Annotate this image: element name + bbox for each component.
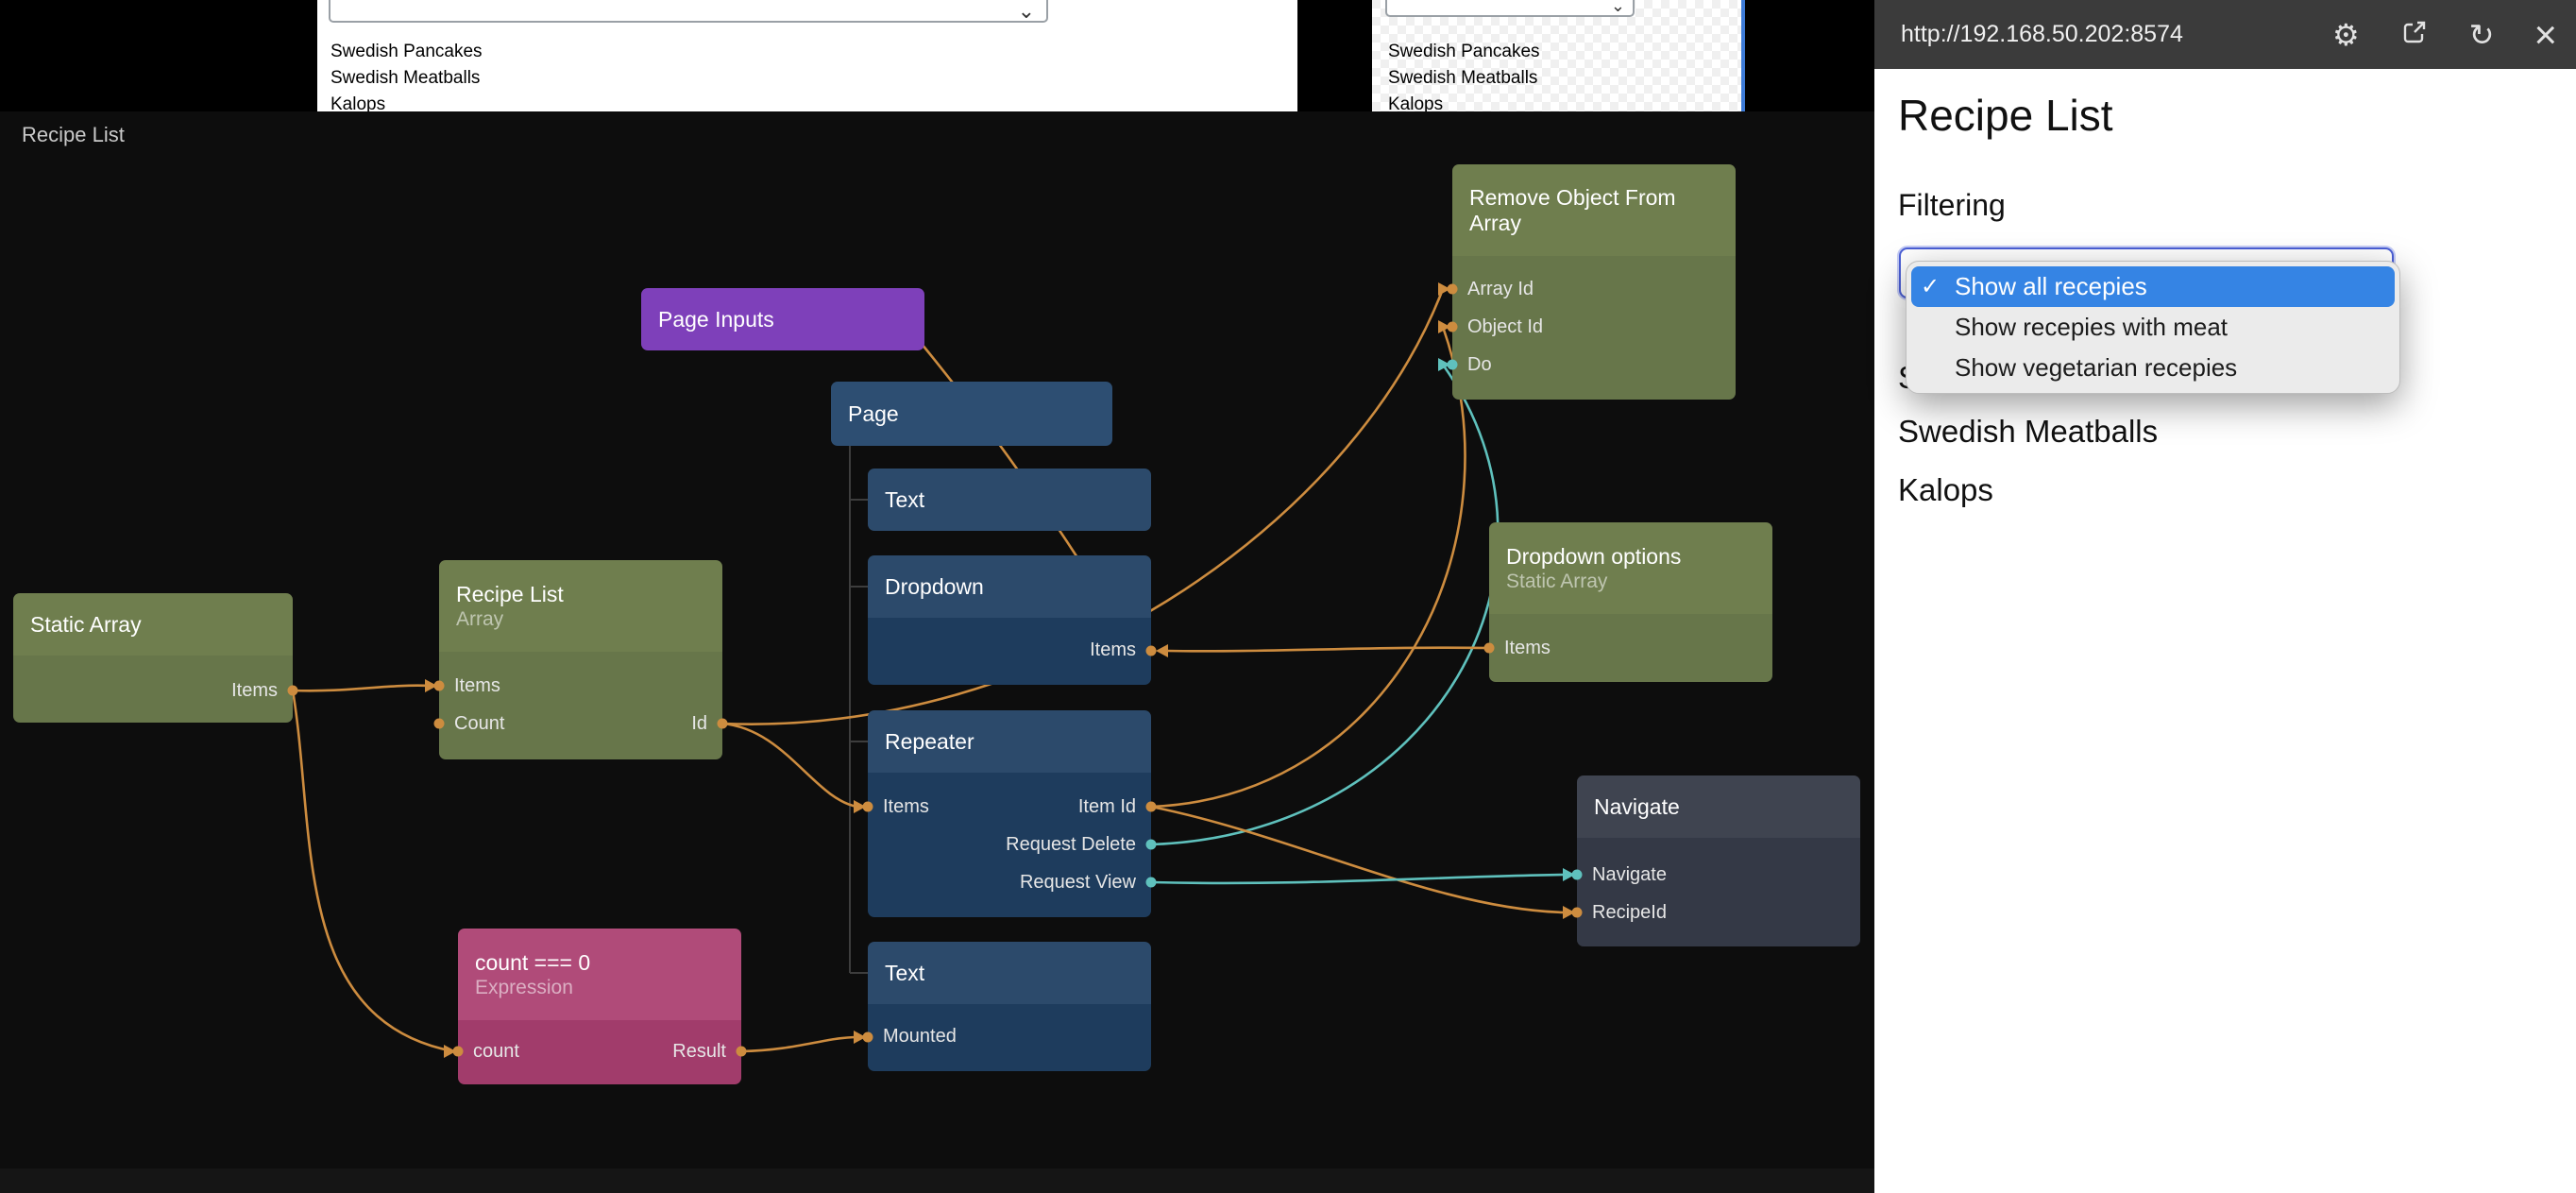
node-text-bottom[interactable]: Text Mounted [868, 942, 1151, 1071]
node-text-top[interactable]: Text [868, 469, 1151, 531]
menu-item-label: Show recepies with meat [1955, 313, 2229, 341]
list-item: Kalops [1388, 94, 1444, 111]
menu-item-show-all[interactable]: ✓ Show all recepies [1911, 266, 2395, 307]
menu-item-vegetarian[interactable]: Show vegetarian recepies [1911, 348, 2395, 388]
node-title: Navigate [1594, 793, 1680, 819]
url-bar[interactable]: http://192.168.50.202:8574 [1901, 21, 2183, 47]
node-title: Dropdown options [1506, 543, 1682, 569]
app-preview-panel: http://192.168.50.202:8574 ⚙ ↻ × Recipe … [1874, 0, 2576, 1193]
node-editor: ⌄ Swedish Pancakes Swedish Meatballs Kal… [0, 0, 1874, 1193]
port-mounted[interactable]: Mounted [883, 1025, 957, 1047]
refresh-icon[interactable]: ↻ [2468, 17, 2495, 52]
port-recipe-id[interactable]: RecipeId [1592, 901, 1667, 923]
node-repeater[interactable]: Repeater Items Item Id Request Delete Re… [868, 710, 1151, 917]
port-object-id[interactable]: Object Id [1467, 315, 1544, 337]
app-content: Recipe List Filtering S ✓ Show all recep… [1874, 69, 2576, 1193]
port-items[interactable]: Items [454, 674, 500, 696]
node-remove-object-from-array[interactable]: Remove Object From Array Array Id Object… [1452, 164, 1736, 400]
port-result[interactable]: Result [672, 1040, 726, 1062]
port-do[interactable]: Do [1467, 353, 1492, 375]
port-id[interactable]: Id [691, 712, 707, 734]
node-page-inputs[interactable]: Page Inputs [641, 288, 924, 350]
port-request-delete[interactable]: Request Delete [1006, 833, 1136, 855]
gear-icon[interactable]: ⚙ [2331, 17, 2360, 52]
node-title: Remove Object From Array [1469, 184, 1676, 235]
node-recipe-list-array[interactable]: Recipe List Array Items Count Id [439, 560, 722, 759]
canvas-title: Recipe List [22, 123, 125, 146]
check-icon: ✓ [1921, 274, 1940, 299]
mini-recipe-list-1: Swedish Pancakes Swedish Meatballs Kalop… [330, 43, 483, 111]
node-subtitle: Expression [475, 976, 573, 998]
app-preview-partial-1: ⌄ Swedish Pancakes Swedish Meatballs Kal… [317, 0, 1297, 111]
page-title: Recipe List [1898, 91, 2113, 140]
section-heading: Filtering [1898, 188, 2006, 222]
port-item-id[interactable]: Item Id [1077, 795, 1136, 817]
node-navigate[interactable]: Navigate Navigate RecipeId [1577, 775, 1860, 946]
list-item: Swedish Meatballs [330, 68, 481, 88]
node-expression[interactable]: count === 0 Expression count Result [458, 929, 741, 1084]
node-title: count === 0 [475, 949, 591, 975]
port-items[interactable]: Items [883, 795, 929, 817]
menu-item-meat[interactable]: Show recepies with meat [1911, 307, 2395, 348]
recipe-list-item: Kalops [1898, 472, 1993, 507]
node-title: Page Inputs [658, 306, 774, 332]
node-page[interactable]: Page [831, 382, 1112, 446]
mini-recipe-list-2: Swedish Pancakes Swedish Meatballs Kalop… [1388, 43, 1540, 111]
open-external-icon [2403, 21, 2425, 43]
node-title: Static Array [30, 611, 142, 637]
node-title: Text [885, 486, 925, 512]
canvas-footer [0, 1168, 1874, 1193]
node-subtitle: Static Array [1506, 570, 1608, 592]
node-title: Dropdown [885, 573, 984, 599]
port-navigate[interactable]: Navigate [1592, 863, 1667, 885]
mini-dropdown-2[interactable]: ⌄ [1385, 0, 1635, 17]
list-item: Kalops [330, 94, 386, 111]
list-item: Swedish Pancakes [1388, 42, 1540, 61]
menu-item-label: Show vegetarian recepies [1955, 353, 2238, 382]
list-item: Swedish Pancakes [330, 42, 483, 61]
close-icon[interactable]: × [2534, 11, 2557, 57]
filter-dropdown-menu: ✓ Show all recepies Show recepies with m… [1906, 261, 2400, 394]
node-dropdown[interactable]: Dropdown Items [868, 555, 1151, 685]
port-count[interactable]: count [473, 1040, 519, 1062]
node-subtitle: Array [456, 607, 504, 630]
port-items[interactable]: Items [1090, 639, 1136, 660]
preview-topbar: http://192.168.50.202:8574 ⚙ ↻ × [1874, 0, 2576, 69]
list-item: Swedish Meatballs [1388, 68, 1538, 88]
app-preview-partial-2: ⌄ Swedish Pancakes Swedish Meatballs Kal… [1372, 0, 1745, 111]
node-title: Repeater [885, 728, 974, 754]
node-title: Recipe List [456, 581, 564, 606]
chevron-down-icon: ⌄ [1610, 0, 1625, 15]
port-request-view[interactable]: Request View [1019, 871, 1136, 893]
port-array-id[interactable]: Array Id [1467, 278, 1534, 299]
mini-dropdown-1[interactable]: ⌄ [329, 0, 1048, 23]
port-items[interactable]: Items [1504, 637, 1551, 658]
chevron-down-icon: ⌄ [1017, 0, 1035, 23]
node-static-array[interactable]: Static Array Items [13, 593, 293, 723]
node-title: Text [885, 960, 925, 985]
menu-item-label: Show all recepies [1955, 272, 2147, 300]
recipe-list-item: Swedish Meatballs [1898, 414, 2159, 449]
port-items[interactable]: Items [231, 679, 278, 701]
node-dropdown-options[interactable]: Dropdown options Static Array Items [1489, 522, 1772, 682]
port-count[interactable]: Count [454, 712, 505, 734]
node-title: Page [848, 401, 899, 426]
open-external-icon[interactable] [2399, 17, 2430, 52]
